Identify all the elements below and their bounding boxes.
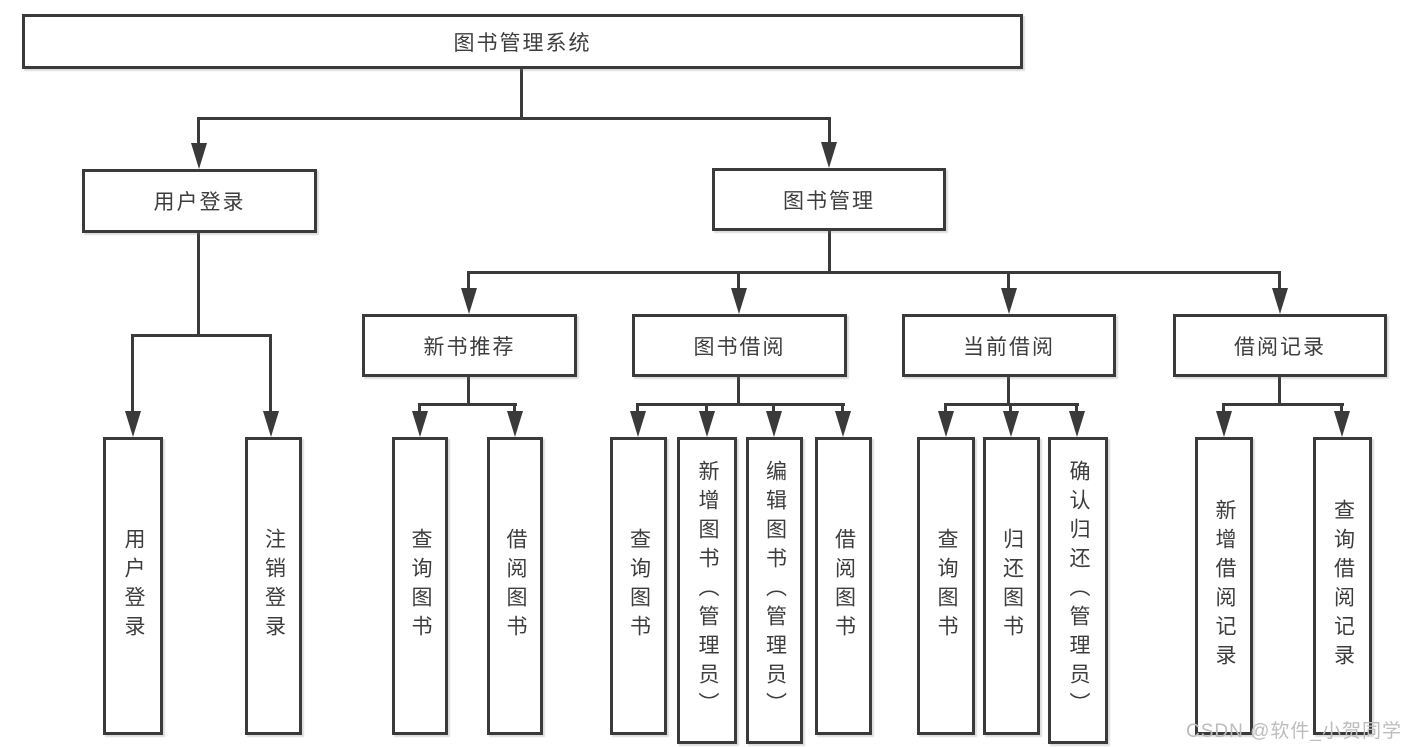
connector-line — [197, 233, 200, 337]
connector-line — [1222, 403, 1344, 406]
connector-line — [828, 231, 831, 274]
arrowhead-down-icon — [263, 411, 279, 437]
node-current-borrow: 当前借阅 — [902, 314, 1116, 377]
node-new-book-recommend: 新书推荐 — [362, 314, 577, 377]
arrowhead-down-icon — [766, 411, 782, 437]
tree-node-label: 用户登录 — [122, 528, 145, 644]
connector-line — [772, 403, 775, 417]
tree-node-label: 查询图书 — [409, 528, 432, 644]
connector-line — [636, 403, 639, 417]
connector-line — [841, 403, 844, 417]
tree-node-label: 查询图书 — [935, 528, 958, 644]
connector-line — [1075, 403, 1078, 417]
arrowhead-down-icon — [1216, 411, 1232, 437]
node-library-system: 图书管理系统 — [22, 14, 1023, 69]
connector-line — [737, 271, 740, 293]
connector-line — [131, 334, 134, 418]
tree-node-label: 查询图书 — [627, 528, 651, 644]
node-borrow-record: 借阅记录 — [1173, 314, 1387, 377]
leaf-borrow-book: 借阅图书 — [815, 437, 872, 735]
tree-node-label: 借阅图书 — [504, 528, 527, 644]
tree-node-label: 新增图书（管理员） — [696, 460, 719, 721]
arrowhead-down-icon — [1334, 411, 1350, 437]
arrowhead-down-icon — [461, 288, 477, 314]
connector-line — [1009, 403, 1012, 417]
tree-node-label: 新增借阅记录 — [1213, 499, 1236, 673]
connector-line — [1278, 377, 1281, 406]
tree-node-label: 新书推荐 — [423, 335, 516, 359]
tree-node-label: 图书管理 — [783, 189, 875, 213]
connector-line — [197, 117, 831, 120]
arrowhead-down-icon — [835, 411, 851, 437]
leaf-query-book-current: 查询图书 — [917, 437, 975, 735]
connector-line — [269, 334, 272, 418]
arrowhead-down-icon — [1003, 411, 1019, 437]
arrowhead-down-icon — [1001, 288, 1017, 314]
arrowhead-down-icon — [1272, 288, 1288, 314]
connector-line — [1278, 271, 1281, 293]
connector-line — [131, 334, 272, 337]
connector-line — [513, 403, 516, 417]
arrowhead-down-icon — [1069, 411, 1085, 437]
arrowhead-down-icon — [507, 411, 523, 437]
arrowhead-down-icon — [412, 411, 428, 437]
connector-line — [636, 403, 845, 406]
leaf-logout: 注销登录 — [245, 437, 302, 735]
leaf-return-book: 归还图书 — [983, 437, 1040, 735]
tree-node-label: 查询借阅记录 — [1331, 499, 1355, 673]
tree-node-label: 借阅图书 — [832, 528, 856, 644]
connector-line — [197, 117, 200, 150]
leaf-query-book-recommend: 查询图书 — [392, 437, 448, 735]
arrowhead-down-icon — [125, 411, 141, 437]
arrowhead-down-icon — [630, 411, 646, 437]
connector-line — [418, 403, 421, 417]
connector-line — [520, 69, 523, 119]
tree-node-label: 确认归还（管理员） — [1067, 460, 1090, 721]
csdn-watermark: CSDN @软件_小贺同学 — [1186, 721, 1402, 742]
leaf-query-borrow-record: 查询借阅记录 — [1313, 437, 1372, 735]
leaf-edit-book-admin: 编辑图书（管理员） — [746, 437, 803, 744]
tree-node-label: 借阅记录 — [1234, 335, 1326, 359]
connector-line — [944, 403, 947, 417]
connector-line — [737, 377, 740, 406]
leaf-add-borrow-record: 新增借阅记录 — [1195, 437, 1253, 735]
tree-node-label: 用户登录 — [153, 191, 246, 214]
connector-line — [467, 377, 470, 406]
leaf-query-book-borrow: 查询图书 — [610, 437, 667, 735]
tree-node-label: 编辑图书（管理员） — [763, 460, 787, 721]
arrowhead-down-icon — [699, 411, 715, 437]
arrowhead-down-icon — [938, 411, 954, 437]
tree-node-label: 当前借阅 — [963, 335, 1055, 359]
connector-line — [1222, 403, 1225, 417]
connector-line — [467, 271, 470, 293]
leaf-borrow-book-recommend: 借阅图书 — [487, 437, 543, 735]
tree-node-label: 图书借阅 — [693, 335, 786, 359]
connector-line — [1007, 271, 1010, 293]
leaf-confirm-return-admin: 确认归还（管理员） — [1048, 437, 1108, 744]
connector-line — [467, 271, 1281, 274]
connector-line — [418, 403, 517, 406]
connector-line — [1007, 377, 1010, 406]
node-book-borrow: 图书借阅 — [632, 314, 847, 377]
tree-node-label: 归还图书 — [1000, 528, 1024, 644]
tree-node-label: 注销登录 — [262, 528, 286, 644]
node-book-management: 图书管理 — [712, 168, 946, 231]
arrowhead-down-icon — [731, 288, 747, 314]
arrowhead-down-icon — [821, 142, 837, 168]
connector-line — [1340, 403, 1343, 417]
leaf-add-book-admin: 新增图书（管理员） — [677, 437, 737, 744]
tree-node-label: 图书管理系统 — [453, 31, 592, 55]
connector-line — [705, 403, 708, 417]
node-user-login: 用户登录 — [82, 169, 317, 233]
connector-line — [828, 117, 831, 149]
leaf-user-login: 用户登录 — [103, 437, 163, 735]
arrowhead-down-icon — [191, 143, 207, 169]
